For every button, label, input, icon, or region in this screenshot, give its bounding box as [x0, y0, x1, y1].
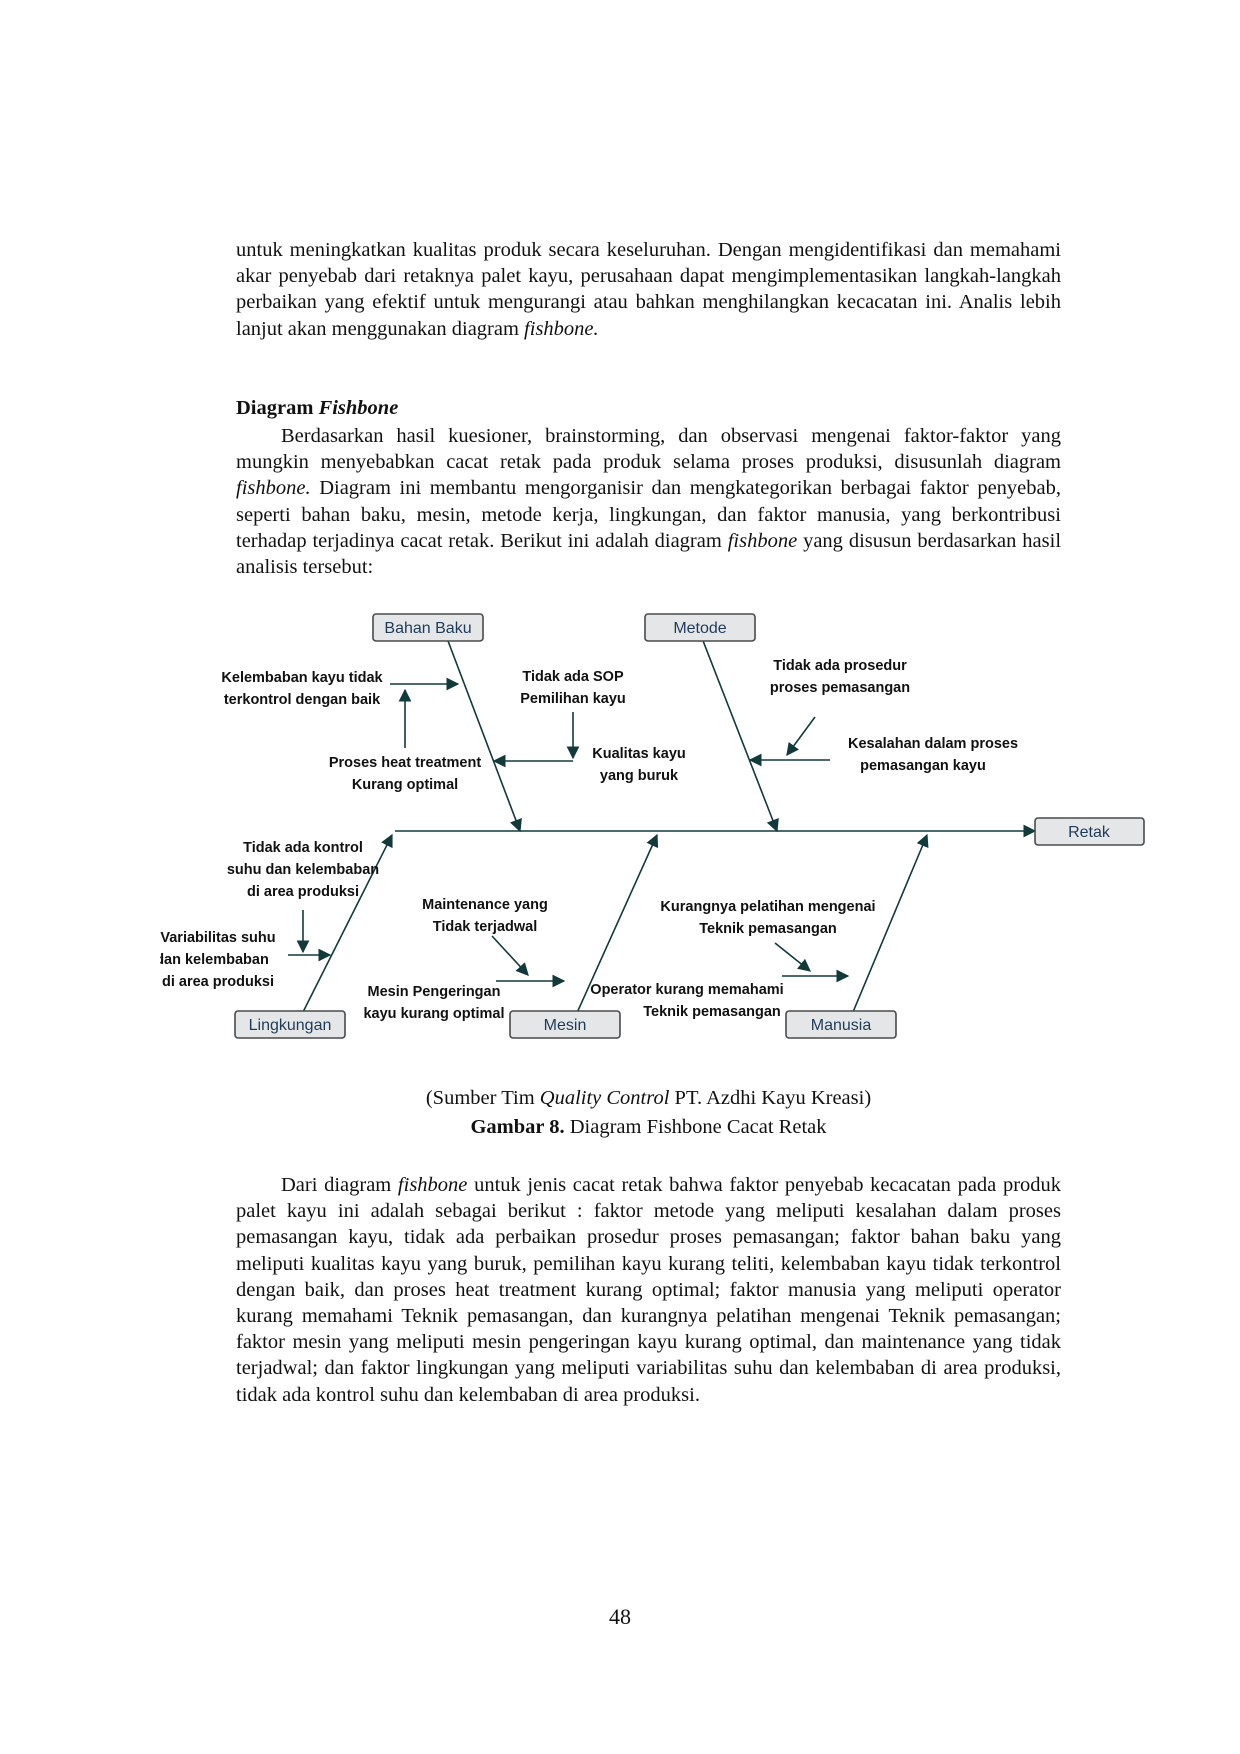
fishbone-intro-paragraph: Berdasarkan hasil kuesioner, brainstormi… [236, 425, 1062, 579]
cause-maintenance-2: Tidak terjadwal [433, 919, 538, 935]
cause-kontrol-suhu-3: di area produksi [247, 884, 359, 900]
figure-source: (Sumber Tim Quality Control PT. Azdhi Ka… [425, 1087, 872, 1109]
cause-mesin-pengeringan-1: Mesin Pengeringan [368, 984, 501, 1000]
bone-lingkungan [296, 833, 393, 1025]
box-mesin-label: Mesin [544, 1017, 587, 1034]
box-retak-label: Retak [1068, 824, 1111, 841]
cause-operator-1: Operator kurang memahami [590, 982, 783, 998]
cause-sop-2: Pemilihan kayu [520, 691, 626, 707]
cause-labels: Kelembaban kayu tidak terkontrol dengan … [160, 658, 1018, 1022]
cause-kesalahan-2: pemasangan kayu [860, 758, 986, 774]
section-heading: Diagram Fishbone [236, 397, 399, 419]
box-retak [1034, 817, 1145, 846]
cause-prosedur-2: proses pemasangan [770, 680, 910, 696]
cause-kelembaban-1: Kelembaban kayu tidak [221, 670, 383, 686]
cause-kontrol-suhu-2: suhu dan kelembaban [227, 862, 379, 878]
cause-kontrol-suhu-1: Tidak ada kontrol [243, 840, 363, 856]
cause-kelembaban-2: terkontrol dengan baik [224, 692, 381, 708]
intro-paragraph: untuk meningkatkan kualitas produk secar… [236, 239, 1061, 340]
cause-prosedur-1: Tidak ada prosedur [773, 658, 907, 674]
cause-pelatihan-2: Teknik pemasangan [699, 921, 837, 937]
cause-variabilitas-3: di area produksi [162, 974, 274, 990]
box-manusia [785, 1010, 897, 1039]
bone-manusia [847, 833, 929, 1025]
cause-sop-1: Tidak ada SOP [522, 669, 624, 685]
category-boxes: Bahan Baku Metode Retak Lingkungan Mesin… [234, 613, 1145, 1039]
cause-kualitas-kayu-1: Kualitas kayu [592, 746, 686, 762]
bone-bahan-baku [444, 632, 522, 833]
cause-variabilitas-2: dan kelembaban [160, 952, 269, 968]
box-manusia-label: Manusia [811, 1017, 872, 1034]
cause-kesalahan-1: Kesalahan dalam proses [848, 736, 1018, 752]
box-lingkungan [234, 1010, 346, 1039]
figure-caption: Gambar 8. Diagram Fishbone Cacat Retak [470, 1116, 827, 1138]
box-bahan-baku-label: Bahan Baku [384, 620, 471, 637]
page-number: 48 [609, 1604, 631, 1629]
box-mesin [509, 1010, 621, 1039]
box-bahan-baku [372, 613, 484, 642]
bone-mesin [571, 833, 659, 1025]
box-metode [644, 613, 756, 642]
cause-maintenance-1: Maintenance yang [422, 897, 548, 913]
bone-metode [699, 632, 779, 833]
cause-variabilitas-1: Variabilitas suhu [160, 930, 275, 946]
cause-kualitas-kayu-2: yang buruk [600, 768, 679, 784]
box-metode-label: Metode [673, 620, 726, 637]
cause-pelatihan-1: Kurangnya pelatihan mengenai [660, 899, 875, 915]
cause-heat-treatment-1: Proses heat treatment [329, 755, 481, 771]
cause-mesin-pengeringan-2: kayu kurang optimal [363, 1006, 504, 1022]
conclusion-paragraph: Dari diagram fishbone untuk jenis cacat … [236, 1174, 1062, 1406]
box-lingkungan-label: Lingkungan [249, 1017, 332, 1034]
cause-heat-treatment-2: Kurang optimal [352, 777, 458, 793]
cause-operator-2: Teknik pemasangan [643, 1004, 781, 1020]
fishbone-diagram: Bahan Baku Metode Retak Lingkungan Mesin… [160, 613, 1145, 1039]
